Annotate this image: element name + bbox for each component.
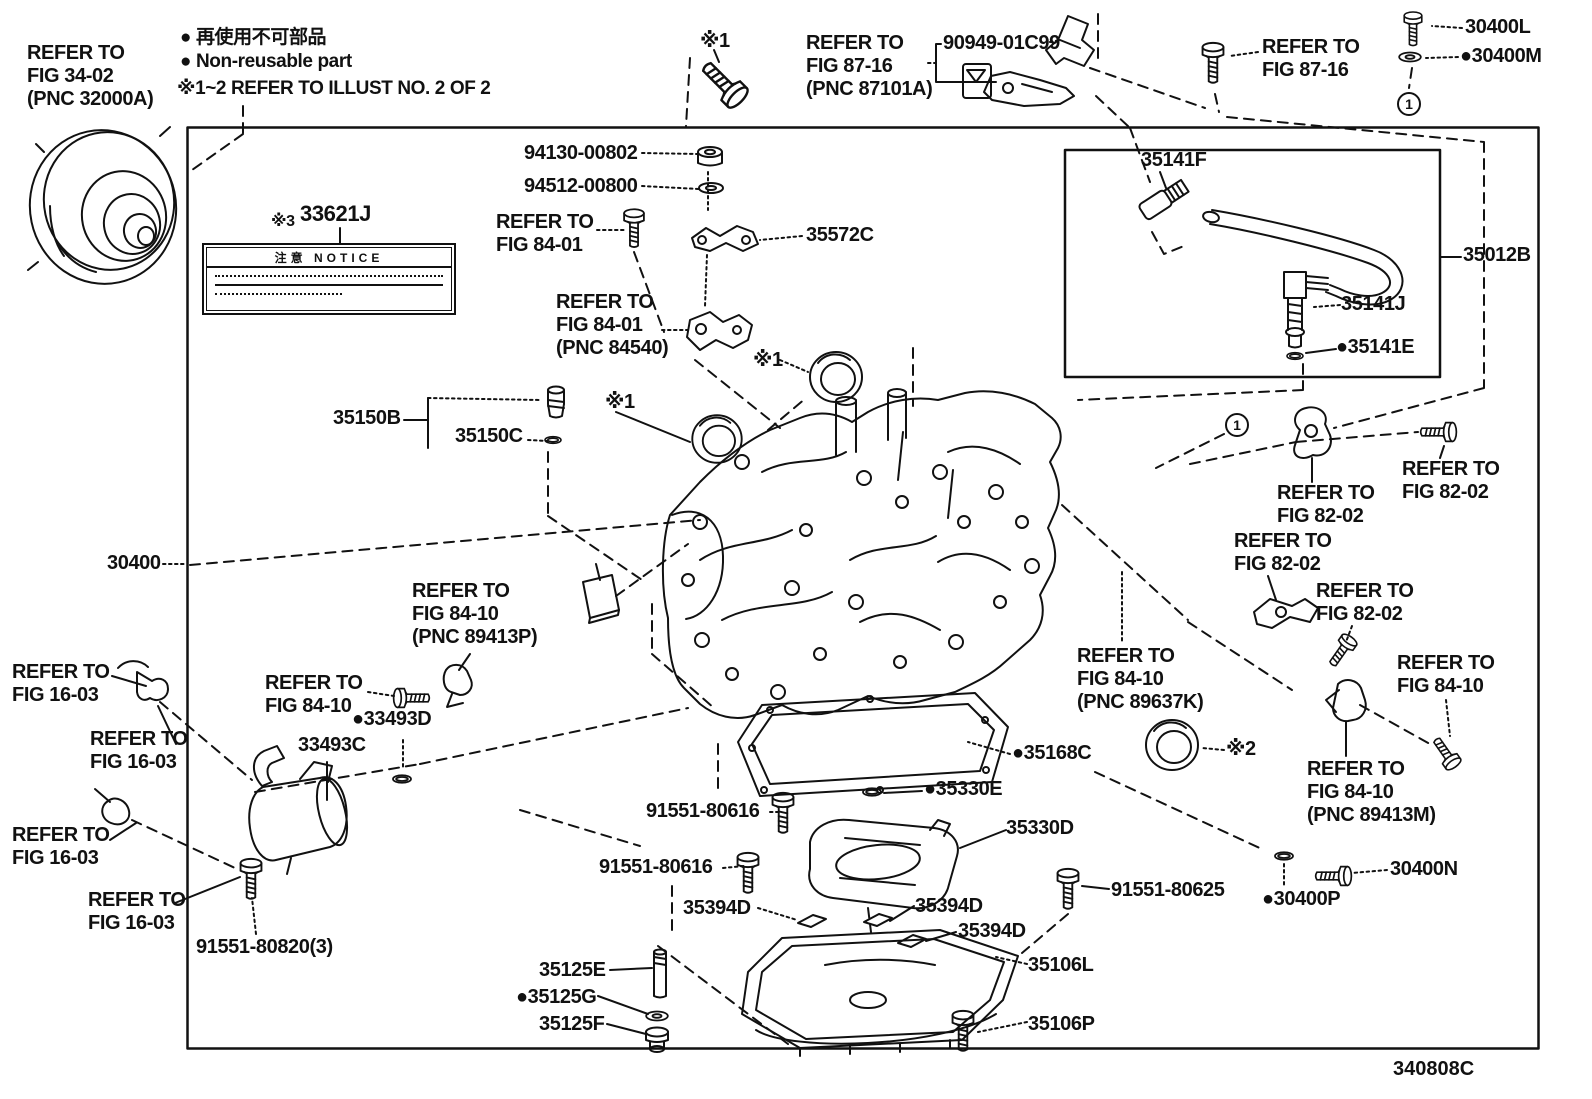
transaxle-housing-drawing [661, 388, 1062, 719]
oil-pipe-33493C-drawing [248, 745, 349, 875]
bracket-82-02-drawing [1253, 598, 1319, 629]
hose-clamp-drawing-2 [94, 788, 131, 826]
torque-converter-drawing [27, 126, 178, 285]
main-diagram-border [186, 126, 1540, 1050]
transmission-case-gasket-drawing [737, 692, 1009, 797]
oil-pan-35106L-drawing [741, 929, 1019, 1057]
hose-clamp-drawing-1 [117, 660, 169, 701]
oil-tube-35012B-drawing [1202, 209, 1404, 349]
plate-drawing [582, 574, 620, 624]
bracket-35572C-drawing [691, 225, 759, 252]
gasket-35394D-drawing-2 [863, 913, 893, 927]
sensor-89413P-drawing [442, 663, 473, 708]
clamp-82-02-drawing [1293, 406, 1332, 459]
sensor-89413M-drawing [1325, 679, 1367, 723]
speed-sensor-drawing [962, 15, 1095, 107]
gasket-35394D-drawing-1 [797, 914, 827, 928]
inset-box-border [1063, 148, 1442, 379]
bracket-84540-drawing [686, 311, 753, 351]
dotted-leader-lines [162, 25, 1463, 1033]
solid-leader-lines [109, 43, 1462, 1035]
oil-strainer-35330D-drawing [808, 818, 959, 910]
dashed-assembly-lines [131, 13, 1485, 1045]
fitting-35141F-drawing [1138, 178, 1190, 221]
